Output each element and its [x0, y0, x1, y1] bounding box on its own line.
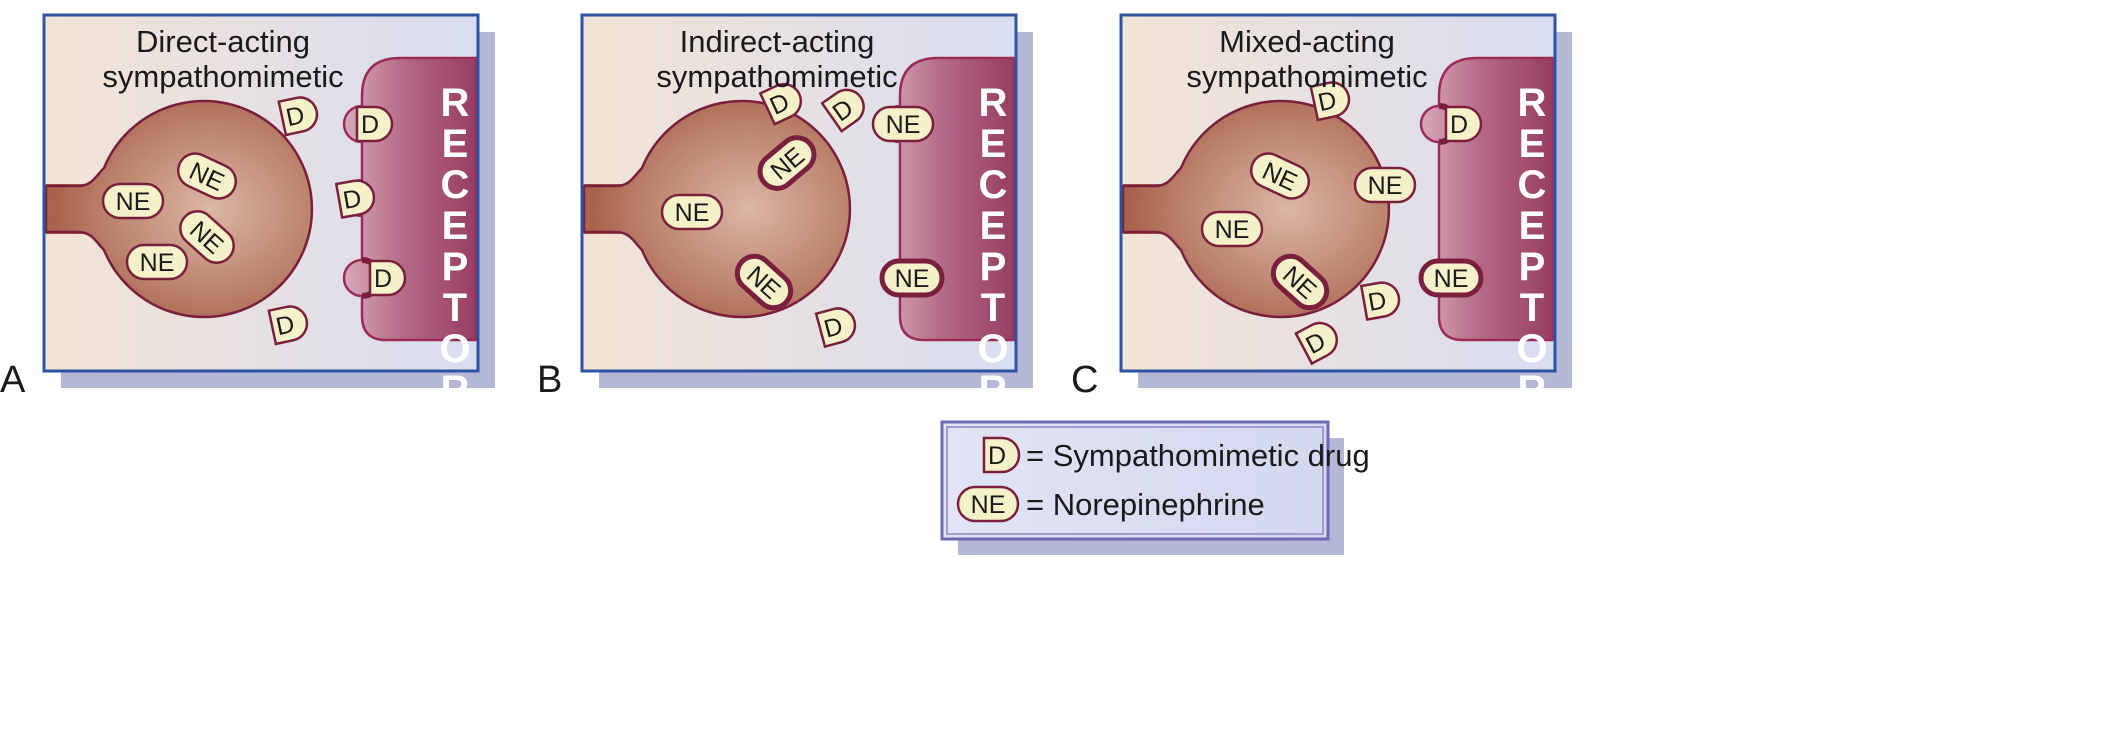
- panel-b-receptor-letter-3: C: [979, 163, 1008, 207]
- panel-c-title-line-1: Mixed-acting: [1219, 24, 1395, 59]
- panel-b-receptor-letter-8: R: [979, 368, 1008, 412]
- panel-c-ne-site: NE: [1418, 258, 1484, 298]
- panel-c-title-line-2: sympathomimetic: [1186, 59, 1427, 94]
- panel-a-drug-2: D: [355, 105, 394, 143]
- panel-a-drug-5-label: D: [274, 310, 297, 341]
- panel-c-neuron: [1121, 99, 1391, 319]
- panel-b-ne-site-1: NE: [871, 105, 935, 143]
- panel-b-ne-1-label: NE: [675, 199, 710, 227]
- panel-b-frame: [580, 13, 1018, 373]
- legend-drug-text: = Sympathomimetic drug: [1026, 438, 1370, 473]
- legend-drug-symbol: D: [988, 442, 1006, 470]
- panel-c: D NE NE NE NE NE D D: [1071, 13, 1572, 412]
- legend-drug-icon: D: [982, 436, 1021, 474]
- panel-c-receptor-letter-8: R: [1518, 368, 1547, 412]
- panel-a-drug-1-label: D: [284, 101, 307, 132]
- panel-c-drug-1-label: D: [1316, 86, 1339, 117]
- panel-a-drug-3-label: D: [341, 184, 364, 215]
- panel-c-receptor-letter-1: R: [1518, 81, 1547, 125]
- legend-box-inner: [946, 426, 1324, 535]
- panel-a-drug-3: D: [334, 179, 376, 219]
- panel-c-drug-2-label: D: [1366, 286, 1389, 317]
- panel-a-drug-4: D: [368, 259, 407, 297]
- panel-a-receptor-letter-4: E: [442, 204, 469, 248]
- panel-b-drug-1: D: [758, 82, 803, 126]
- panel-b: NE NE NE NE NE D D D R: [537, 13, 1033, 412]
- panel-c-receptor-label: R E C E P T O R: [1516, 81, 1547, 412]
- panel-b-drug-3: D: [814, 307, 857, 349]
- panel-a-drug-2-label: D: [361, 111, 379, 139]
- panel-a-receptor-label: R E C E P T O R: [439, 81, 470, 412]
- panel-b-label: B: [537, 359, 562, 401]
- legend-ne-text: = Norepinephrine: [1026, 487, 1265, 522]
- panel-c-receptor-letter-2: E: [1519, 122, 1546, 166]
- panel-a-frame: [42, 13, 480, 373]
- panel-c-drug-site: D: [1444, 105, 1483, 143]
- panel-c-ne-site-label: NE: [1434, 265, 1469, 293]
- panel-a-neuron: [44, 99, 314, 319]
- panel-b-receptor-letter-6: T: [981, 286, 1005, 330]
- panel-a-title-line-1: Direct-acting: [136, 24, 310, 59]
- panel-c-receptor-letter-7: O: [1516, 327, 1547, 371]
- panel-a-ne-4: NE: [125, 243, 189, 281]
- panel-a-title-line-2: sympathomimetic: [102, 59, 343, 94]
- panel-a-drug-1: D: [277, 96, 319, 137]
- panel-a-receptor-letter-5: P: [442, 245, 469, 289]
- panel-b-receptor-label: R E C E P T O R: [977, 81, 1008, 412]
- panel-b-ne-site-2: NE: [879, 258, 945, 298]
- panel-c-drug-3: D: [1294, 321, 1338, 366]
- panel-c-receptor-letter-6: T: [1520, 286, 1544, 330]
- panel-a-receptor-letter-1: R: [441, 81, 470, 125]
- panel-a-drug-4-label: D: [374, 265, 392, 293]
- panel-a-drug-5: D: [267, 305, 309, 346]
- panel-c-drug-2: D: [1359, 281, 1401, 321]
- legend: D = Sympathomimetic drug NE = Norepineph…: [940, 420, 1370, 555]
- panel-a: NE NE NE NE D D D D: [0, 13, 495, 412]
- panel-c-receptor-letter-4: E: [1519, 204, 1546, 248]
- panel-b-receptor-letter-1: R: [979, 81, 1008, 125]
- panel-c-ne-4-label: NE: [1368, 172, 1403, 200]
- panel-b-receptor-letter-5: P: [980, 245, 1007, 289]
- panel-a-receptor-letter-2: E: [442, 122, 469, 166]
- panel-a-receptor-letter-3: C: [441, 163, 470, 207]
- panel-b-ne-1: NE: [660, 193, 724, 231]
- panel-b-title-line-2: sympathomimetic: [656, 59, 897, 94]
- panel-b-ne-3: NE: [734, 253, 794, 311]
- panel-c-receptor-letter-5: P: [1519, 245, 1546, 289]
- panel-c-drug-1: D: [1309, 81, 1351, 122]
- panel-a-receptor-letter-6: T: [443, 286, 467, 330]
- panel-b-receptor-letter-4: E: [980, 204, 1007, 248]
- panel-c-drug-site-label: D: [1450, 111, 1468, 139]
- panel-a-ne-2: NE: [101, 182, 165, 220]
- panel-b-title-line-1: Indirect-acting: [680, 24, 875, 59]
- panel-b-receptor-letter-7: O: [977, 327, 1008, 371]
- panel-c-receptor-letter-3: C: [1518, 163, 1547, 207]
- panel-c-ne-4: NE: [1353, 166, 1417, 204]
- panel-a-label: A: [0, 359, 26, 401]
- panel-a-receptor-letter-7: O: [439, 327, 470, 371]
- panel-b-ne-site-2-label: NE: [895, 265, 930, 293]
- legend-ne-icon: NE: [956, 485, 1020, 523]
- panel-b-receptor-letter-2: E: [980, 122, 1007, 166]
- panel-a-ne-2-label: NE: [116, 188, 151, 216]
- panel-a-ne-1: NE: [176, 152, 238, 200]
- panel-b-ne-site-1-label: NE: [886, 111, 921, 139]
- panel-a-ne-4-label: NE: [140, 249, 175, 277]
- legend-ne-symbol: NE: [971, 491, 1006, 519]
- panel-a-receptor-letter-8: R: [441, 368, 470, 412]
- panel-c-ne-2-label: NE: [1215, 216, 1250, 244]
- panel-c-ne-2: NE: [1200, 210, 1264, 248]
- panel-c-frame: [1119, 13, 1557, 373]
- panel-c-label: C: [1071, 359, 1098, 401]
